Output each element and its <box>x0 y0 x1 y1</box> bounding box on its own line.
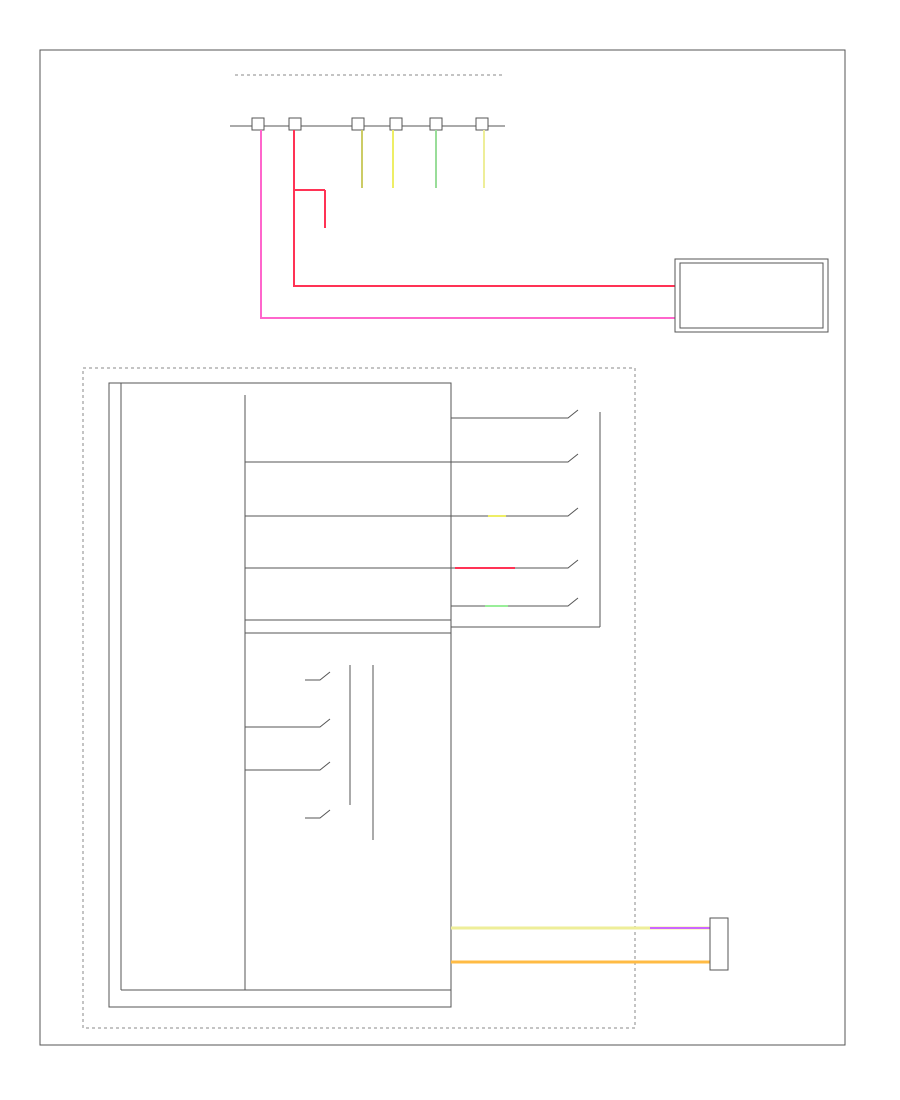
tcm-box <box>108 382 452 1008</box>
inner-switch-4 <box>305 809 331 819</box>
top-connector-group <box>230 74 505 228</box>
right-switch-1 <box>555 409 579 419</box>
speed-sensor-wires <box>451 917 729 971</box>
transmission-dashed-box <box>82 367 636 1029</box>
wire-pink <box>260 130 675 319</box>
fuse-6 <box>475 117 489 131</box>
fuse-5 <box>429 117 443 131</box>
tcm-module <box>108 382 452 1008</box>
inner-switch-2 <box>305 718 331 728</box>
right-switch-4 <box>555 559 579 569</box>
inner-switch-1 <box>305 671 331 681</box>
right-switch-stack <box>555 409 579 607</box>
switch-module-box <box>244 632 452 991</box>
shift-lever-box <box>674 258 829 333</box>
right-switch-wires <box>451 412 601 628</box>
switch-assembly <box>245 665 374 840</box>
page-border <box>39 49 846 1046</box>
wire-red <box>293 130 675 287</box>
shift-lever-inner <box>679 262 824 329</box>
fuse-4 <box>389 117 403 131</box>
right-switch-2 <box>555 453 579 463</box>
shift-lever-outer <box>674 258 829 333</box>
inner-switch-3 <box>305 761 331 771</box>
right-switch-3 <box>555 507 579 517</box>
fuse-1 <box>251 117 265 131</box>
fuse-3 <box>351 117 365 131</box>
right-switch-5 <box>555 597 579 607</box>
speed-sensor-connector <box>709 917 729 971</box>
fuse-2 <box>288 117 302 131</box>
